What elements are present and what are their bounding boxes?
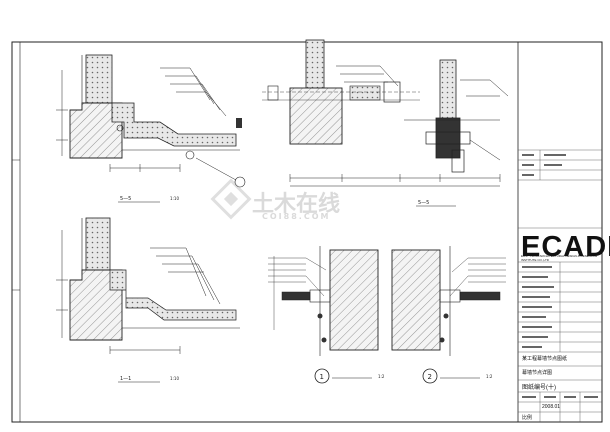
sheet-label: 图纸编号(十) [522,385,556,391]
drawing-title: 幕墙节点详图 [522,370,553,376]
section-drawing-1: 5—5 1:10 [56,54,246,203]
section-drawing-2: 5—5 [262,39,509,207]
company-logo-text: ECADI [521,231,610,263]
section-label-2: 5—5 [418,200,429,206]
detail-scale-1: 1:2 [378,374,385,379]
detail-drawing-1: 1 1:2 [268,246,385,384]
watermark-text: 土木在线 [252,192,341,217]
titleblock-small-text [522,154,598,398]
detail-drawing-2: 2 1:2 [391,246,506,384]
section-label-1: 5—5 [120,196,131,202]
scale-label: 比例 [522,415,533,421]
drawing-date: 2008.01 [542,404,561,410]
project-name: 某工程幕墙节点图纸 [522,356,568,362]
detail-marker-1 [314,368,330,384]
titleblock-grid [518,149,602,422]
watermark-logo-icon [210,178,252,220]
watermark-subtext: COI88.COM [262,212,331,221]
detail-number-2: 2 [428,373,432,381]
section-drawing-3: 1—1 1:10 [56,217,240,383]
detail-marker-2 [422,368,438,384]
company-subtitle: EAST CHINA ARCHITECTURAL DESIGN & RESEAR… [521,254,598,262]
detail-scale-2: 1:2 [486,374,493,379]
detail-number-1: 1 [320,373,324,381]
section-scale-3: 1:10 [170,376,179,381]
section-label-3: 1—1 [120,376,131,382]
section-scale-1: 1:10 [170,196,179,201]
